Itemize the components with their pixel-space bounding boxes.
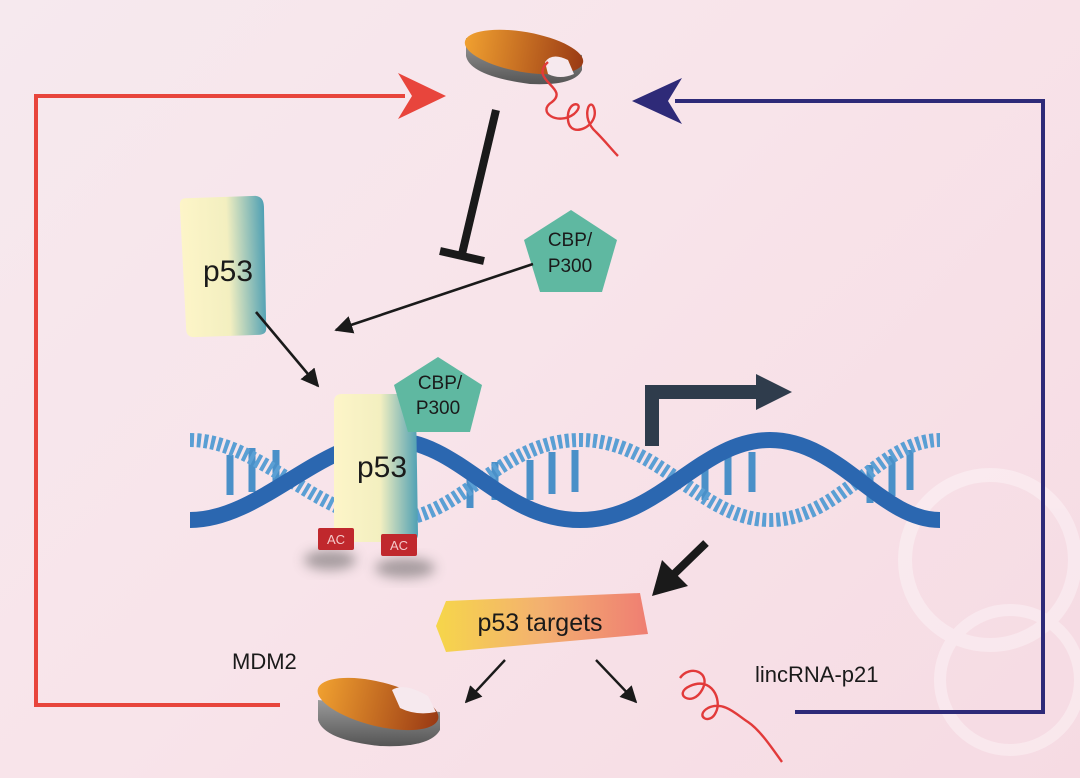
p53-dna-bound-complex: p53 CBP/ P300 AC AC [304,357,482,578]
ac-right-label: AC [390,538,408,553]
arrow-p53-to-dna [255,311,320,388]
lincrna-label: lincRNA-p21 [755,662,879,687]
arrow-targets-to-lincrna [595,659,638,704]
cbp-bound-label-1: CBP/ [418,373,463,394]
lincrna-loop-arrowhead-icon [632,78,682,124]
watermark [898,468,1080,756]
p53-targets-label: p53 targets [477,609,602,637]
pentagon-icon [394,357,482,432]
mdm2-protein-icon [317,677,440,747]
mdm2-feedback-loop [34,73,446,707]
p53-targets: p53 targets [436,593,648,652]
p53-bound-box [334,394,418,542]
arrow-targets-to-mdm2 [464,659,506,704]
dna-strand-b [189,431,941,529]
p53-targets-box [436,593,648,652]
transcription-start-arrow-icon [645,374,792,446]
mdm2-loop-arrowhead-icon [398,73,446,119]
arrow-dna-to-targets [652,540,709,596]
cbp-p300-free: CBP/ P300 [524,210,617,292]
dna-double-helix-icon [189,431,941,529]
ac-box-left [318,528,354,550]
mdm2-label: MDM2 [232,649,297,674]
lincrna-feedback-loop [632,78,1045,714]
pentagon-icon [524,210,617,292]
cbp-free-label-2: P300 [548,256,592,277]
dna-strand-a [189,432,941,528]
arrow-cbp-to-p53 [334,262,534,334]
ac-box-right [381,534,417,556]
ac-left-label: AC [327,532,345,547]
cbp-bound-label-2: P300 [416,398,460,419]
lincrna-product: lincRNA-p21 [679,662,879,763]
lincrna-icon [679,669,783,763]
p53-free: p53 [179,195,267,338]
p53-free-label: p53 [203,255,253,288]
cbp-free-label-1: CBP/ [548,230,593,251]
mdm2-product: MDM2 [232,649,440,747]
mdm2-lincrna-complex-icon [464,29,619,157]
inhibition-line [439,109,500,265]
p53-bound-label: p53 [357,451,407,484]
